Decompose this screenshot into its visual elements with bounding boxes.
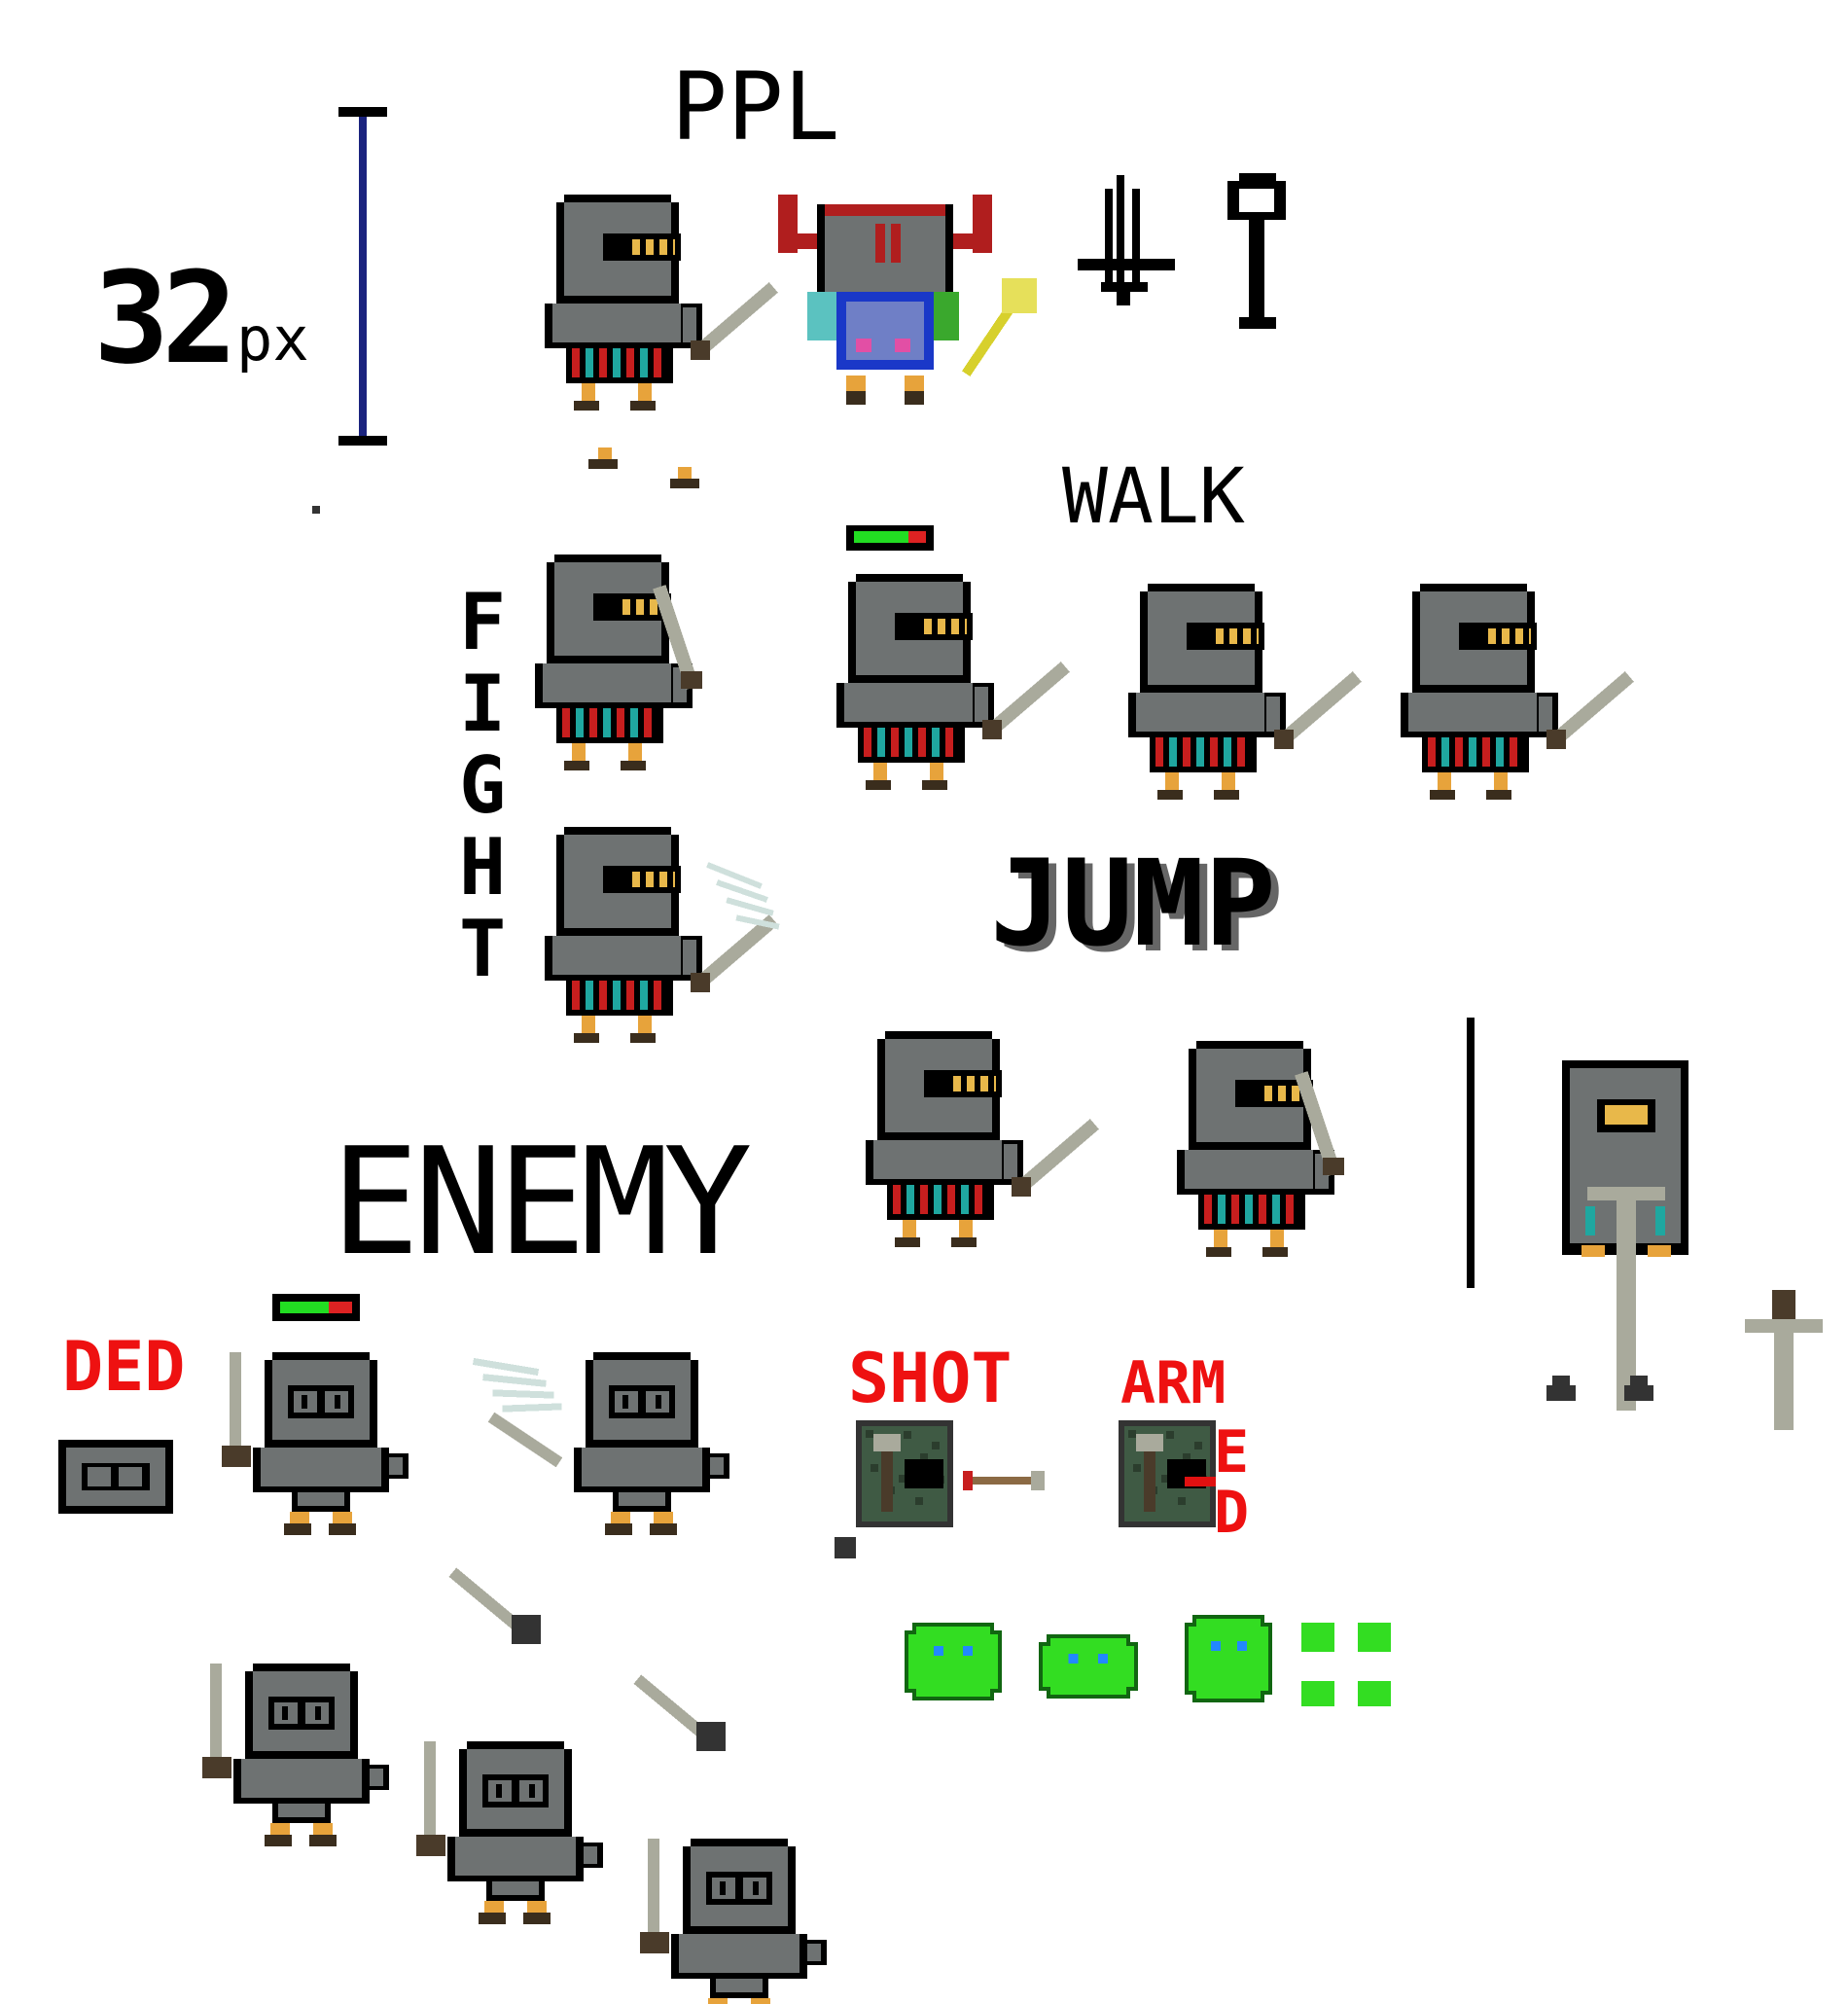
knight-front-sword [1562, 1060, 1688, 1411]
droplets [1546, 1376, 1653, 1401]
boss-sprite [778, 185, 1037, 405]
armed-label-top: ARM [1120, 1349, 1226, 1417]
knight-jump-2 [1177, 1041, 1344, 1257]
scale-label: 32 [93, 244, 238, 392]
thrown-sword-1 [448, 1567, 541, 1644]
thrown-sword-2 [633, 1674, 726, 1751]
mace-icon [1227, 173, 1286, 329]
tiny-block [835, 1537, 856, 1558]
slime-3 [1185, 1615, 1272, 1702]
slime-split [1301, 1623, 1391, 1706]
trap-tile-armed [1119, 1420, 1216, 1527]
knight-jump-1 [866, 1031, 1099, 1247]
shot-label: SHOT [848, 1339, 1013, 1418]
armed-label-side: ED [1214, 1418, 1250, 1547]
knight-walk-3 [1401, 584, 1634, 800]
trap-tile-shot [856, 1420, 953, 1527]
knight-fight-2 [545, 827, 780, 1043]
scale-unit-label: px [236, 304, 309, 375]
ded-label: DED [62, 1327, 186, 1407]
enemy-4 [416, 1741, 603, 1924]
dead-enemy [58, 1440, 173, 1514]
jump-divider [1467, 1018, 1475, 1288]
loose-boots [312, 447, 699, 514]
enemy-1 [222, 1294, 409, 1535]
armed-bar [1185, 1477, 1216, 1486]
jump-title: JUMP [990, 835, 1276, 973]
slime-2 [1039, 1634, 1138, 1699]
enemy-2 [472, 1352, 729, 1535]
slime-1 [905, 1623, 1002, 1700]
knight-walk-2 [1128, 584, 1362, 800]
scale-bar [338, 107, 387, 446]
arrow [963, 1471, 1045, 1490]
enemy-title: ENEMY [331, 1116, 753, 1288]
knight-walk-1 [836, 525, 1070, 790]
knight-fight-1 [535, 555, 702, 770]
enemy-5 [640, 1839, 827, 2004]
sword-icon [1078, 175, 1175, 305]
ppl-title: PPL [671, 53, 840, 161]
walk-title: WALK [1062, 453, 1245, 541]
fight-title: FIGHT [459, 577, 507, 994]
lone-sword [1745, 1290, 1823, 1430]
knight-idle [545, 195, 778, 411]
enemy-3 [202, 1664, 389, 1846]
